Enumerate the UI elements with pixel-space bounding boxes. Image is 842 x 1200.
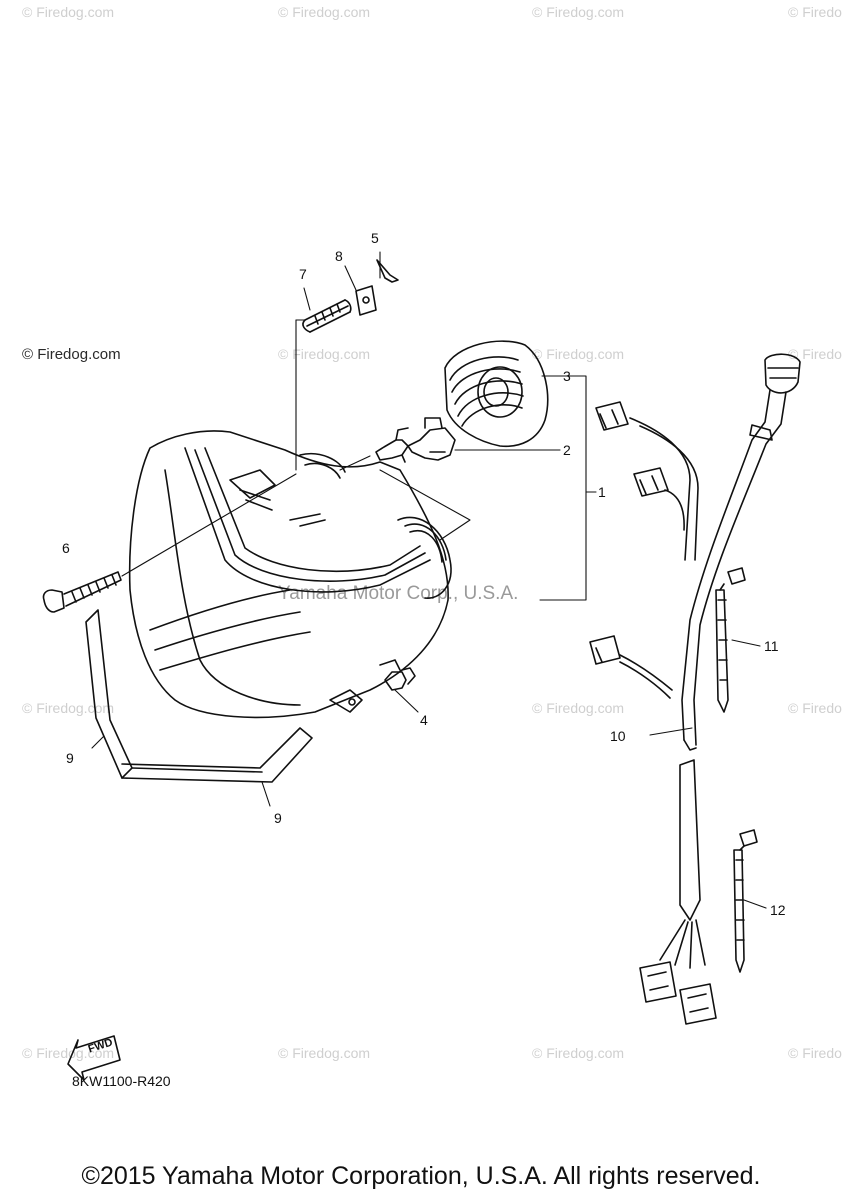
watermark: © Firedog.com (532, 1045, 625, 1061)
callout-3: 3 (563, 368, 571, 384)
spring (302, 299, 352, 333)
callout-10: 10 (610, 728, 626, 744)
watermark: © Firedog.com (788, 346, 842, 362)
watermark: © Firedog.com (278, 4, 371, 20)
wire-harness (589, 353, 801, 1025)
callout-9: 9 (66, 750, 74, 766)
clip (376, 259, 399, 283)
center-watermark: Yamaha Motor Corp., U.S.A. (278, 583, 519, 604)
position-bulb (384, 667, 416, 691)
bulb (375, 417, 456, 463)
fwd-arrow-icon (67, 1035, 121, 1081)
callout-5: 5 (371, 230, 379, 246)
watermark: © Firedog.com (532, 4, 625, 20)
socket-cover (444, 340, 549, 448)
bolt (42, 571, 122, 613)
watermark: © Firedog.com (788, 700, 842, 716)
callout-1: 1 (598, 484, 606, 500)
copyright-notice: ©2015 Yamaha Motor Corporation, U.S.A. A… (81, 1162, 761, 1190)
leader-lines (91, 251, 767, 909)
trim-strip (85, 609, 313, 783)
watermark: © Firedog.com (22, 4, 115, 20)
nut-plate (355, 285, 377, 316)
watermark: © Firedog.com (22, 346, 121, 363)
watermark: © Firedog.com (22, 1045, 115, 1061)
callout-8: 8 (335, 248, 343, 264)
callout-6: 6 (62, 540, 70, 556)
callout-7: 7 (299, 266, 307, 282)
cable-tie (733, 829, 758, 973)
callout-12: 12 (770, 902, 786, 918)
callout-2: 2 (563, 442, 571, 458)
watermark: © Firedog.com (788, 1045, 842, 1061)
watermark: © Firedog.com (278, 346, 371, 362)
watermark: © Firedog.com (532, 346, 625, 362)
watermark: © Firedog.com (788, 4, 842, 20)
callout-11: 11 (764, 638, 779, 654)
cable-tie (715, 567, 746, 713)
diagram-code: 8KW1100-R420 (72, 1073, 171, 1089)
headlight-housing (128, 430, 452, 719)
callout-9: 9 (274, 810, 282, 826)
watermark: © Firedog.com (22, 700, 115, 716)
callout-4: 4 (420, 712, 428, 728)
watermark: © Firedog.com (532, 700, 625, 716)
watermark: © Firedog.com (278, 1045, 371, 1061)
